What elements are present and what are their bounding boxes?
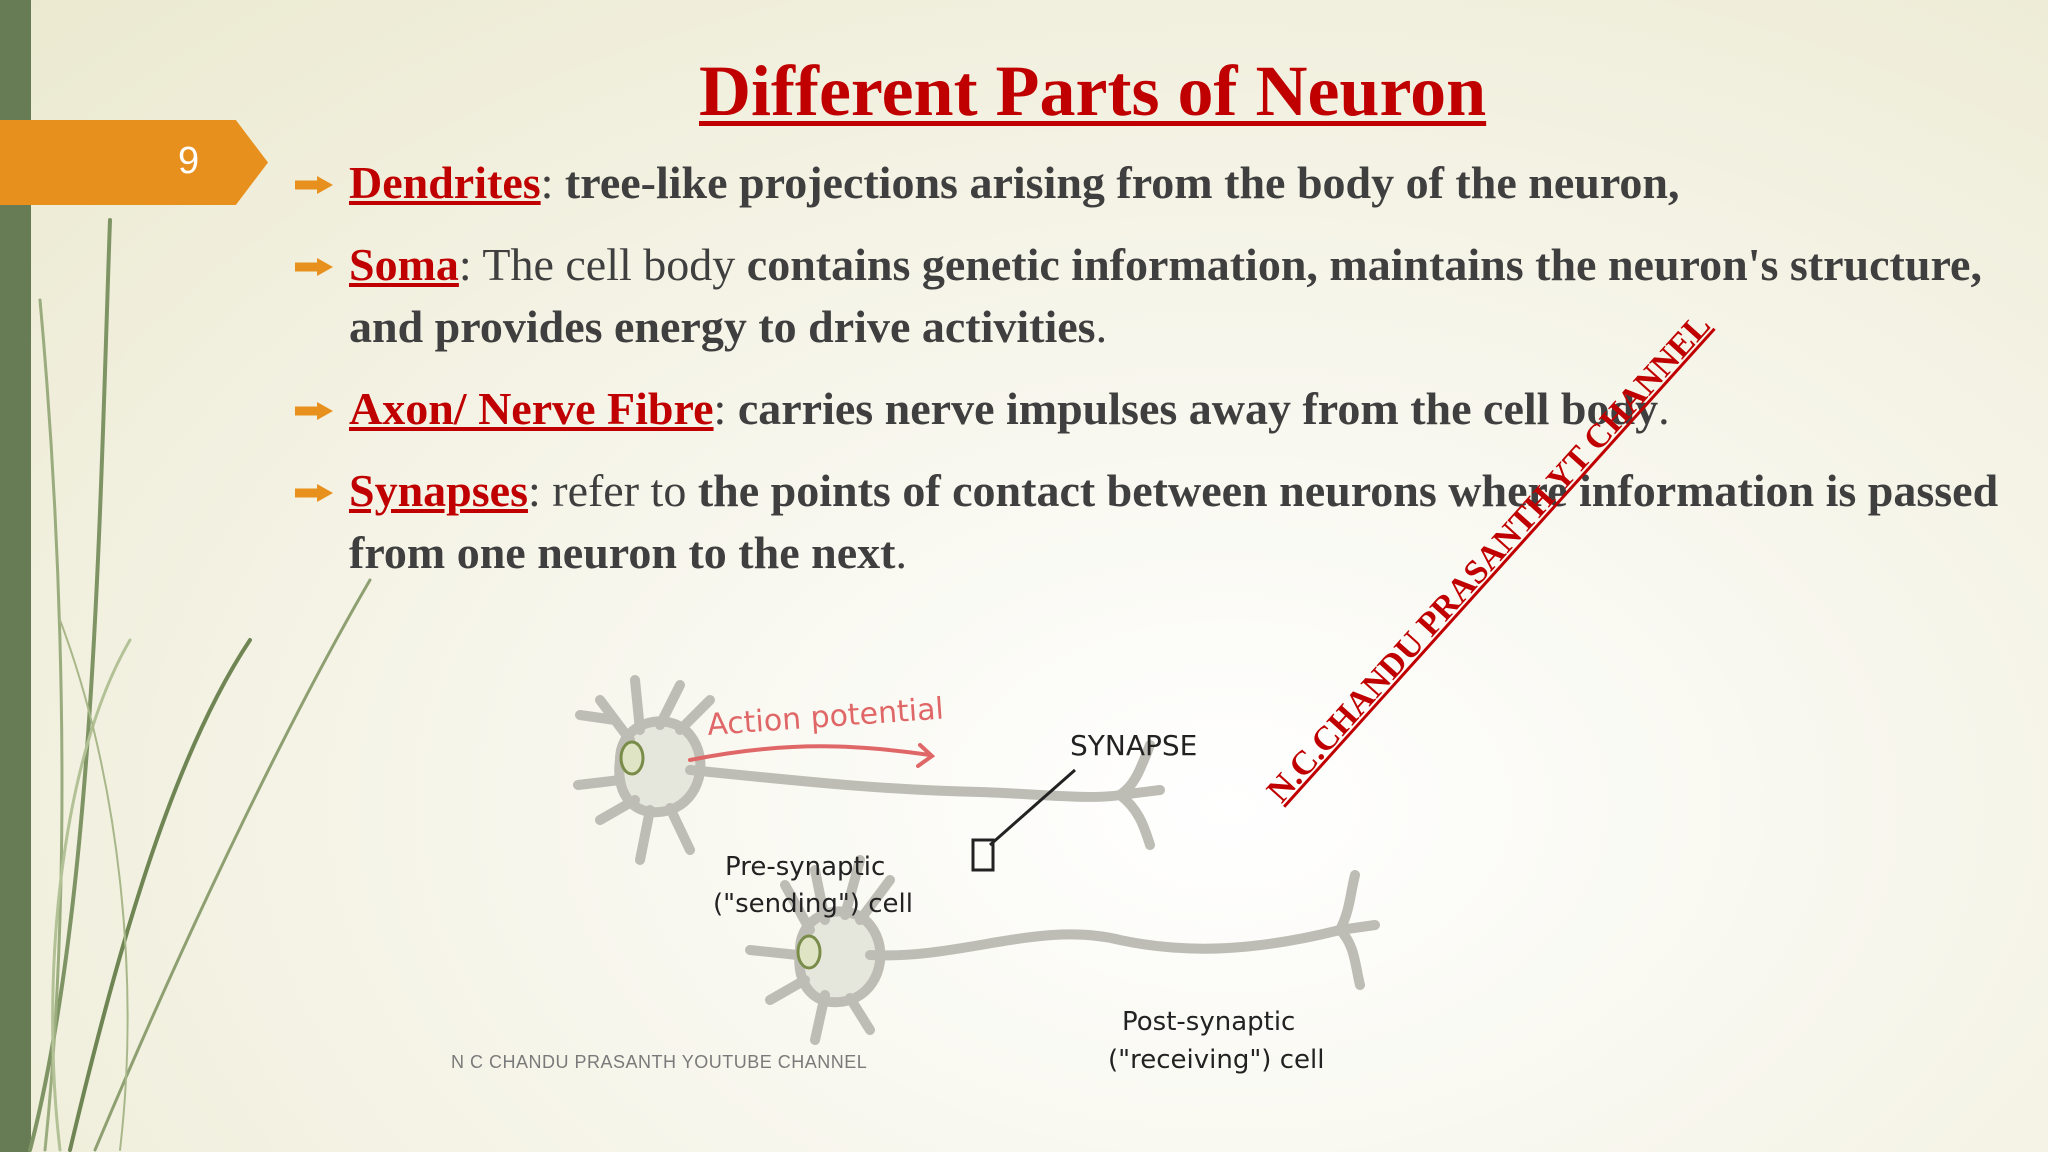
bullet-separator: : (527, 465, 553, 516)
neuron-synapse-diagram: Action potential SYNAPSE Pre-synaptic ("… (573, 675, 1380, 1075)
bullet-term: Dendrites (349, 157, 541, 208)
bullet-term: Synapses (349, 465, 528, 516)
bullet-arrow-icon (295, 176, 333, 194)
postsynaptic-label-line2: ("receiving") cell (1108, 1045, 1324, 1075)
bullet-plain-text: The cell body (482, 239, 747, 290)
bullet-end: . (1658, 383, 1670, 434)
bullet-bold-text: contains genetic information, maintains … (349, 239, 1982, 352)
bullet-synapses: Synapses: refer to the points of contact… (295, 460, 2015, 584)
bullet-bold-text: the points of contact between neurons wh… (349, 465, 1999, 578)
action-potential-arrowhead (916, 743, 936, 768)
synapse-box (971, 838, 995, 872)
presynaptic-nucleus (619, 740, 645, 776)
bullet-separator: : (713, 383, 738, 434)
presynaptic-label-line1: Pre-synaptic (725, 852, 885, 882)
presynaptic-label-line2: ("sending") cell (713, 889, 913, 919)
bullet-separator: : (540, 157, 565, 208)
postsynaptic-neuron-drawing (745, 855, 1380, 1045)
bullet-end: . (1095, 301, 1108, 352)
bullet-soma: Soma: The cell body contains genetic inf… (295, 234, 2015, 358)
synapse-pointer-line (989, 768, 1076, 847)
action-potential-label: Action potential (706, 692, 945, 743)
slide-footer: N C CHANDU PRASANTH YOUTUBE CHANNEL (451, 1052, 868, 1072)
bullet-dendrites: Dendrites: tree-like projections arising… (295, 152, 2015, 214)
bullet-arrow-icon (295, 484, 333, 502)
bullet-plain-text: refer to (552, 465, 698, 516)
bullet-term: Axon/ Nerve Fibre (349, 383, 714, 434)
bullet-list: Dendrites: tree-like projections arising… (295, 152, 2015, 584)
bullet-bold-text: tree-like projections arising from the b… (564, 157, 1680, 208)
postsynaptic-label-line1: Post-synaptic (1122, 1007, 1295, 1037)
bullet-separator: : (458, 239, 483, 290)
action-potential-arrow (688, 744, 932, 762)
bullet-term: Soma (349, 239, 459, 290)
bullet-bold-text: carries nerve impulses away from the cel… (737, 383, 1659, 434)
bullet-arrow-icon (295, 402, 333, 420)
bullet-arrow-icon (295, 258, 333, 276)
slide-title: Different Parts of Neuron (699, 51, 1487, 131)
postsynaptic-nucleus (796, 934, 822, 970)
bullet-axon: Axon/ Nerve Fibre: carries nerve impulse… (295, 378, 2015, 440)
bullet-end: . (895, 527, 907, 578)
slide-number-tab (0, 120, 268, 205)
slide-number: 9 (178, 140, 200, 182)
synapse-label: SYNAPSE (1070, 729, 1197, 762)
